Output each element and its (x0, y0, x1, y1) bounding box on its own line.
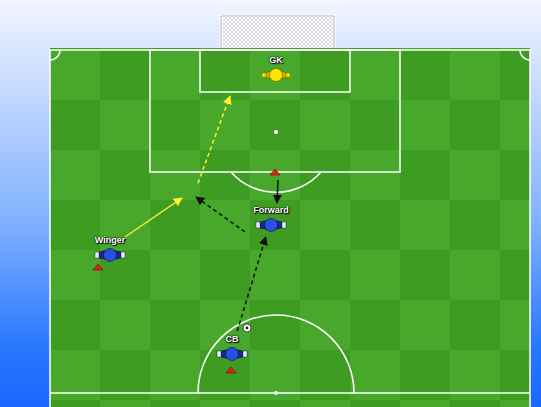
goal (220, 15, 335, 50)
player-icon (92, 246, 128, 264)
movement-arrows (125, 96, 278, 237)
centre-spot (274, 391, 278, 395)
player-icon (253, 216, 289, 234)
player-marker: CB (212, 334, 252, 363)
pitch-lines (50, 50, 530, 407)
cones (93, 169, 280, 373)
player-icon (258, 66, 294, 84)
player-label: CB (226, 334, 239, 345)
ball (243, 324, 251, 332)
penalty-spot (274, 130, 278, 134)
player-icon (214, 345, 250, 363)
player-marker: GK (256, 55, 296, 84)
pass-arrow (237, 237, 265, 331)
player-label: Forward (253, 205, 289, 216)
grass (50, 48, 530, 407)
player-label: Winger (95, 235, 125, 246)
player-label: GK (269, 55, 283, 66)
player-marker: Forward (251, 205, 291, 234)
player-marker: Winger (90, 235, 130, 264)
